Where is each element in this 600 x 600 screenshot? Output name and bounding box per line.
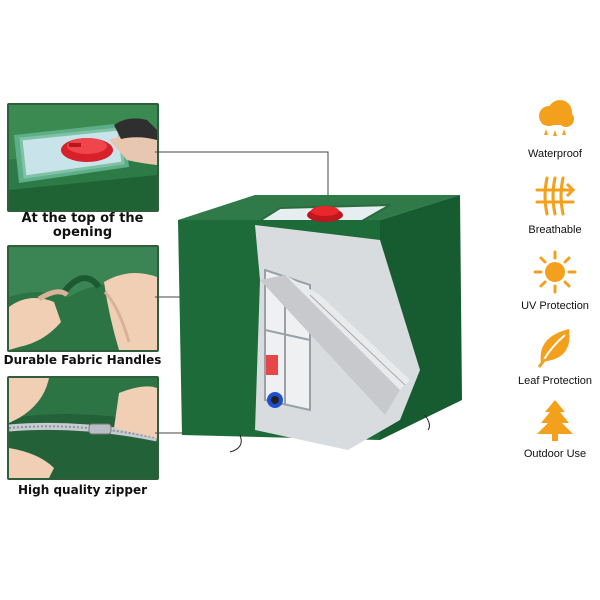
rain-cloud-icon bbox=[539, 100, 574, 136]
caption-top-opening: At the top of the opening bbox=[5, 212, 160, 240]
feature-uv: UV Protection bbox=[515, 250, 595, 312]
feature-label-breathable: Breathable bbox=[528, 224, 582, 236]
tree-icon bbox=[537, 400, 573, 441]
feature-outdoor: Outdoor Use bbox=[515, 398, 595, 460]
fabric-handles-photo bbox=[7, 245, 159, 352]
caption-top-line1: At the top of the bbox=[21, 211, 144, 226]
caption-zipper: High quality zipper bbox=[18, 483, 147, 497]
connector-top bbox=[155, 151, 329, 210]
top-opening-photo bbox=[7, 103, 159, 212]
caption-top-line2: opening bbox=[52, 225, 113, 240]
feature-label-uv: UV Protection bbox=[521, 300, 589, 312]
caption-fabric-handles: Durable Fabric Handles bbox=[3, 353, 162, 367]
sun-icon bbox=[533, 250, 577, 294]
airflow-icon bbox=[535, 176, 576, 216]
ibc-cover-illustration bbox=[178, 195, 462, 453]
feature-leaf: Leaf Protection bbox=[515, 325, 595, 387]
feature-label-waterproof: Waterproof bbox=[527, 148, 582, 160]
leaf-icon bbox=[537, 329, 570, 368]
feature-breathable: Breathable bbox=[515, 174, 595, 236]
feature-label-outdoor: Outdoor Use bbox=[523, 448, 587, 460]
feature-label-leaf: Leaf Protection bbox=[518, 375, 592, 387]
zipper-photo bbox=[7, 376, 159, 480]
feature-waterproof: Waterproof bbox=[515, 98, 595, 160]
